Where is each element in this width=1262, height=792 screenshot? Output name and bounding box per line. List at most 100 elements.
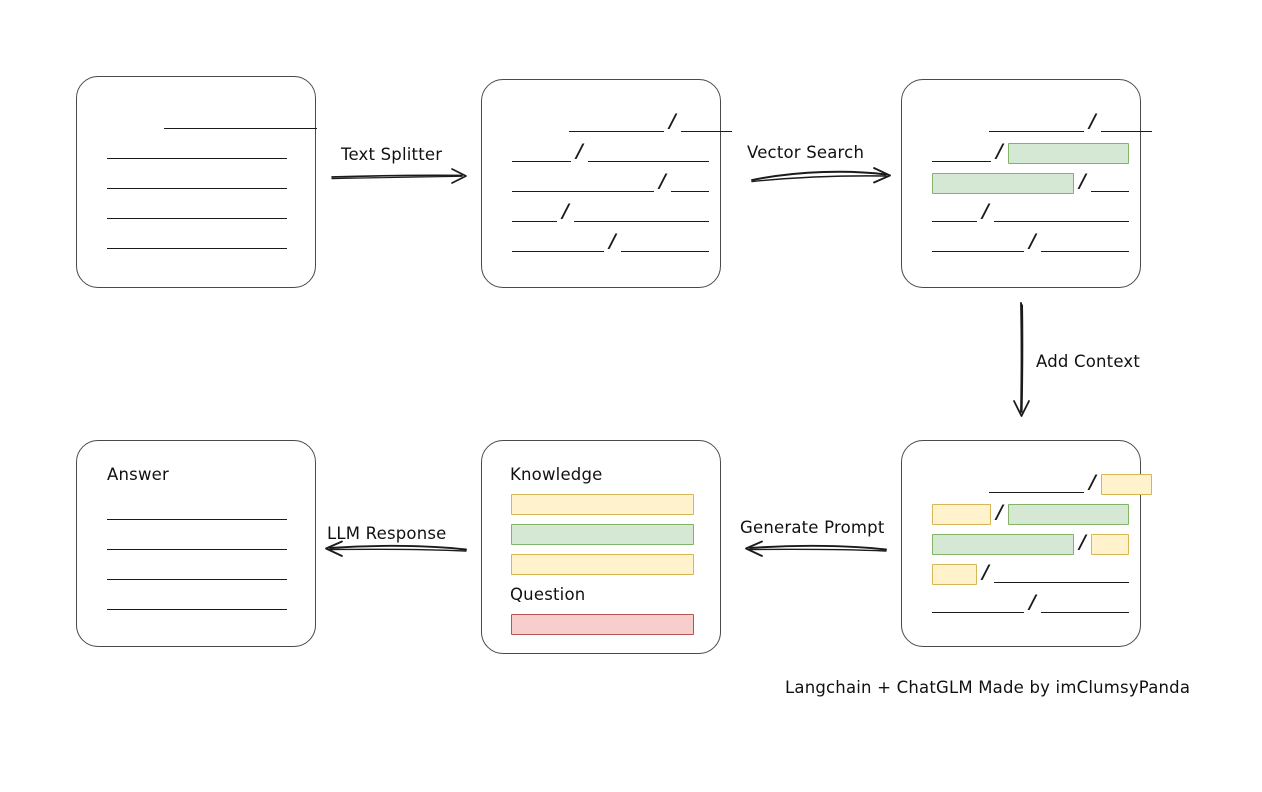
- text-line-segment: [587, 143, 709, 165]
- box-context-added[interactable]: / / / / /: [901, 440, 1152, 647]
- text-line-segment: [932, 233, 1024, 255]
- text-line-segment: [164, 110, 317, 132]
- text-line-segment: [620, 233, 709, 255]
- arrow-vector-search: [751, 167, 891, 184]
- row-indent-spacer: [932, 113, 989, 135]
- text-line-segment: [107, 501, 287, 523]
- text-line-segment: [1040, 233, 1129, 255]
- text-line-segment: [680, 113, 732, 135]
- box-vector-matches[interactable]: / / / / /: [901, 79, 1152, 288]
- document-row: /: [932, 110, 1152, 135]
- document-row: /: [932, 200, 1129, 225]
- document-row: [107, 561, 287, 583]
- document-row: /: [932, 170, 1129, 195]
- text-line-segment: [932, 203, 977, 225]
- row-indent-spacer: [512, 113, 569, 135]
- text-line-segment: [1090, 173, 1129, 195]
- knowledge-bar-yellow: [511, 554, 694, 575]
- credit-text: Langchain + ChatGLM Made by imClumsyPand…: [785, 678, 1191, 697]
- highlighted-chunk-green: [1007, 504, 1129, 525]
- answer-label: Answer: [107, 465, 169, 484]
- chunk-separator: /: [996, 501, 1003, 523]
- arrow-label-llm-response: LLM Response: [327, 524, 447, 543]
- document-row: /: [932, 561, 1129, 586]
- chunk-separator: /: [982, 561, 989, 583]
- text-line-segment: [107, 230, 287, 252]
- document-row: /: [932, 531, 1129, 556]
- text-line-segment: [993, 203, 1129, 225]
- chunk-separator: /: [1079, 170, 1086, 192]
- text-line-segment: [573, 203, 709, 225]
- row-indent-spacer: [932, 474, 989, 496]
- text-line-segment: [512, 203, 557, 225]
- text-line-segment: [1040, 594, 1129, 616]
- document-row: [107, 501, 287, 523]
- chunk-separator: /: [1079, 531, 1086, 553]
- text-line-segment: [1100, 113, 1152, 135]
- question-label: Question: [510, 585, 586, 604]
- chunk-separator: /: [576, 140, 583, 162]
- chunk-separator: /: [1029, 230, 1036, 252]
- document-row: /: [512, 230, 709, 255]
- document-row: [107, 531, 287, 553]
- document-row: /: [512, 170, 709, 195]
- document-row: [107, 200, 287, 222]
- document-row: [107, 140, 287, 162]
- text-line-segment: [932, 143, 991, 165]
- highlighted-chunk-yellow: [1100, 474, 1152, 495]
- document-row: /: [932, 591, 1129, 616]
- document-row: /: [932, 230, 1129, 255]
- document-row: /: [512, 140, 709, 165]
- chunk-separator: /: [1089, 471, 1096, 493]
- arrow-label-text-splitter: Text Splitter: [341, 145, 443, 164]
- text-line-segment: [107, 561, 287, 583]
- chunk-separator: /: [669, 110, 676, 132]
- document-row: /: [932, 501, 1129, 526]
- question-bar-red: [511, 614, 694, 635]
- arrow-text-splitter: [331, 168, 467, 184]
- row-indent-spacer: [107, 110, 164, 132]
- box-prompt[interactable]: Knowledge Question: [481, 440, 721, 654]
- knowledge-label: Knowledge: [510, 465, 603, 484]
- chunk-separator: /: [562, 200, 569, 222]
- highlighted-chunk-yellow: [932, 564, 977, 585]
- chunk-separator: /: [609, 230, 616, 252]
- arrow-label-generate-prompt: Generate Prompt: [740, 518, 885, 537]
- chunk-separator: /: [1089, 110, 1096, 132]
- text-line-segment: [993, 564, 1129, 586]
- arrow-label-vector-search: Vector Search: [747, 143, 865, 162]
- text-line-segment: [512, 143, 571, 165]
- document-row: [107, 230, 287, 252]
- text-line-segment: [107, 140, 287, 162]
- arrow-generate-prompt: [745, 540, 887, 557]
- highlighted-chunk-green: [932, 534, 1074, 555]
- document-row: [107, 591, 287, 613]
- text-line-segment: [512, 233, 604, 255]
- chunk-separator: /: [1029, 591, 1036, 613]
- document-row: [107, 170, 287, 192]
- chunk-separator: /: [996, 140, 1003, 162]
- highlighted-chunk-green: [932, 173, 1074, 194]
- document-row: /: [932, 140, 1129, 165]
- chunk-separator: /: [659, 170, 666, 192]
- highlighted-chunk-yellow: [1090, 534, 1129, 555]
- text-line-segment: [107, 200, 287, 222]
- document-row: /: [512, 200, 709, 225]
- text-line-segment: [670, 173, 709, 195]
- box-answer[interactable]: Answer: [76, 440, 316, 647]
- text-line-segment: [107, 170, 287, 192]
- text-line-segment: [107, 591, 287, 613]
- arrow-add-context: [1013, 302, 1030, 417]
- document-row: [107, 110, 317, 132]
- document-row: /: [932, 471, 1152, 496]
- chunk-separator: /: [982, 200, 989, 222]
- text-line-segment: [512, 173, 654, 195]
- box-split-chunks[interactable]: / / / / /: [481, 79, 732, 288]
- box-source-document[interactable]: [76, 76, 317, 288]
- text-line-segment: [569, 113, 664, 135]
- text-line-segment: [932, 594, 1024, 616]
- knowledge-bar-yellow: [511, 494, 694, 515]
- text-line-segment: [107, 531, 287, 553]
- document-row: /: [512, 110, 732, 135]
